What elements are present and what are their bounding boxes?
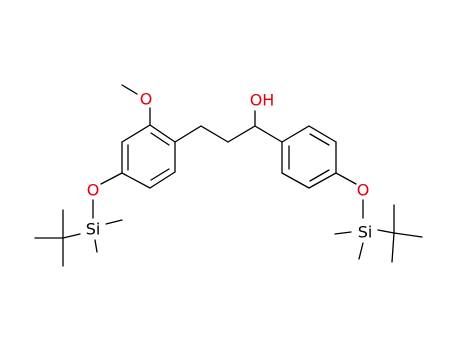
left-silyl-ether: O Si: [34, 172, 123, 267]
bond: [281, 125, 310, 143]
bond: [105, 219, 123, 225]
bond: [62, 233, 81, 239]
bond: [121, 124, 151, 143]
bond: [335, 172, 357, 185]
bond: [281, 172, 310, 189]
bond: [100, 172, 123, 185]
methoxy-oxygen-label: O: [140, 90, 153, 109]
propyl-chain: OH: [174, 91, 283, 143]
left-silicon-label: Si: [86, 220, 101, 239]
hydroxyl-label: OH: [250, 91, 275, 110]
bond: [121, 84, 138, 95]
bond: [174, 125, 202, 143]
bond: [358, 242, 364, 260]
bond: [121, 172, 151, 189]
bond: [393, 232, 423, 238]
bond: [308, 172, 337, 189]
left-benzene-ring: [121, 124, 176, 189]
bond: [227, 125, 256, 143]
bond: [200, 125, 229, 143]
bond: [334, 231, 352, 235]
bond: [308, 125, 337, 143]
bond: [94, 239, 98, 253]
double-bond-inner: [309, 169, 330, 182]
right-benzene-ring: [281, 125, 337, 189]
methoxy-group: O: [121, 84, 153, 126]
bond: [377, 229, 395, 234]
right-silyl-ether: O Si: [334, 172, 423, 263]
bond: [149, 171, 176, 189]
right-silicon-label: Si: [358, 223, 373, 242]
bond: [254, 125, 283, 143]
bond: [149, 124, 176, 143]
bond: [391, 232, 395, 263]
right-ether-oxygen-label: O: [357, 181, 370, 200]
double-bond-inner: [150, 132, 170, 146]
left-ether-oxygen-label: O: [87, 181, 100, 200]
double-bond-inner: [309, 133, 330, 146]
double-bond-inner: [150, 168, 170, 181]
